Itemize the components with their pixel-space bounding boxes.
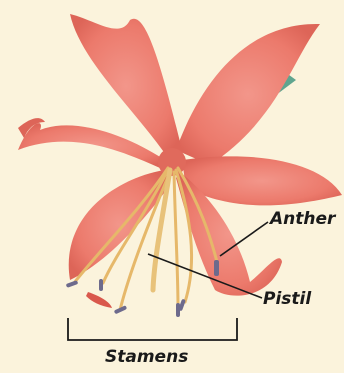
petal-left [18,123,168,168]
pistil-label: Pistil [263,291,311,308]
filament [174,172,178,308]
stamens-bracket [68,318,237,340]
anther [214,260,219,276]
stamens-label: Stamens [105,349,188,366]
petal-top-right [176,24,320,165]
anther [66,280,79,288]
anther-label: Anther [270,211,335,228]
anther [99,279,103,291]
petal-tip-curl [86,292,112,308]
